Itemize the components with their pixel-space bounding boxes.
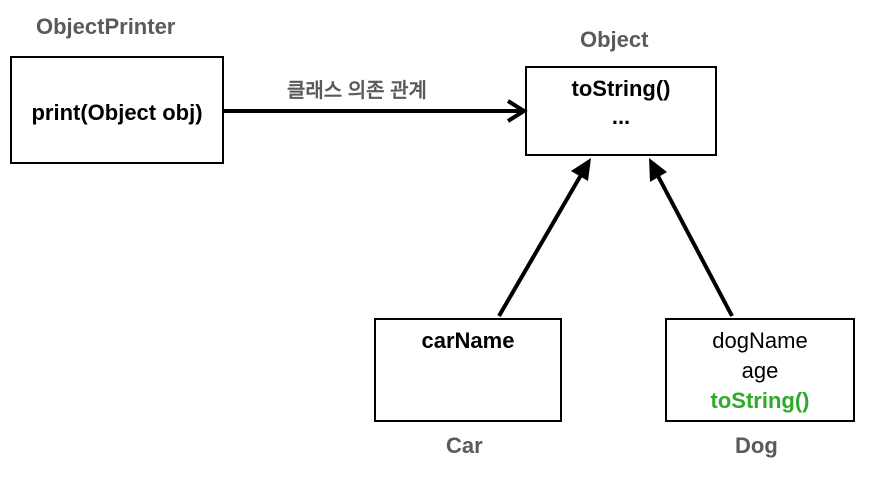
- dog-field-dogname: dogName: [712, 328, 808, 353]
- dependency-arrow: [224, 99, 528, 123]
- object-box: toString() ...: [525, 66, 717, 156]
- dog-title: Dog: [735, 433, 778, 458]
- dog-field-age: age: [741, 358, 779, 383]
- objectprinter-box: print(Object obj): [10, 56, 224, 164]
- object-title: Object: [580, 27, 649, 52]
- car-title: Car: [446, 433, 483, 458]
- dog-box: dogName age toString(): [665, 318, 855, 422]
- car-field-carname: carName: [421, 328, 515, 353]
- object-ellipsis: ...: [611, 104, 631, 129]
- object-tostring: toString(): [571, 76, 671, 101]
- dependency-label: 클래스 의존 관계: [287, 80, 427, 102]
- car-inheritance-arrow: [497, 158, 591, 318]
- dog-inheritance-arrow: [649, 158, 734, 317]
- car-box: carName: [374, 318, 562, 422]
- objectprinter-method: print(Object obj): [31, 100, 203, 125]
- objectprinter-title: ObjectPrinter: [36, 14, 176, 39]
- dog-override-tostring: toString(): [710, 388, 810, 413]
